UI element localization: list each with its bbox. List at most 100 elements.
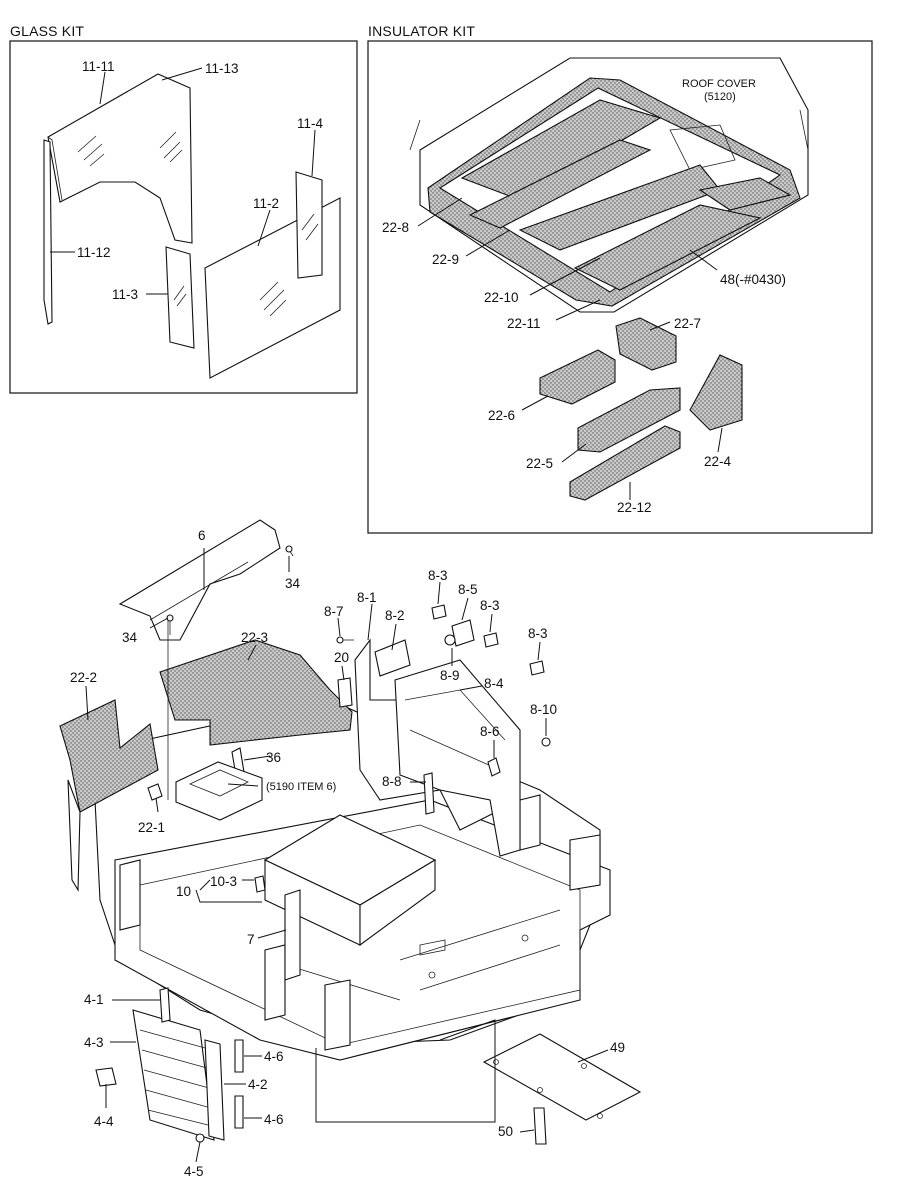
- label-49: 49: [610, 1040, 625, 1055]
- label-8-3-b: 8-3: [480, 598, 500, 613]
- pad-22-8: [460, 99, 662, 201]
- label-4-3: 4-3: [84, 1035, 104, 1050]
- part-8-2-plate: [374, 639, 411, 677]
- part-49-cover-plate: [482, 1033, 642, 1121]
- corner-post-right: [569, 834, 601, 891]
- pad-22-7: [615, 317, 677, 371]
- part-22-1-clip: [147, 783, 163, 801]
- part-8-3-clip-a: [431, 604, 447, 620]
- corner-post-front: [264, 944, 286, 1021]
- label-22-3: 22-3: [241, 630, 268, 645]
- glass-front-upper: [47, 73, 193, 244]
- insulator-kit-section: INSULATOR KIT ROOF COVER (5120): [367, 23, 873, 534]
- label-11-3: 11-3: [112, 287, 138, 302]
- part-6-bracket: [118, 519, 281, 641]
- pad-22-6: [539, 349, 616, 405]
- label-8-1: 8-1: [357, 590, 377, 605]
- label-22-5: 22-5: [526, 456, 553, 471]
- pad-small: [698, 177, 792, 211]
- label-22-7: 22-7: [674, 316, 701, 331]
- label-22-11: 22-11: [507, 316, 541, 331]
- glass-kit-section: GLASS KIT 11-: [9, 23, 358, 394]
- label-11-12: 11-12: [77, 245, 111, 260]
- part-8-6: [487, 757, 501, 777]
- label-22-2: 22-2: [70, 670, 97, 685]
- label-7: 7: [247, 932, 255, 947]
- insulator-kit-frame: [367, 40, 873, 534]
- pad-22-12: [569, 425, 681, 501]
- label-8-8: 8-8: [382, 774, 402, 789]
- roof-cover: [409, 57, 809, 313]
- label-4-6-lower: 4-6: [264, 1112, 284, 1127]
- label-50: 50: [498, 1124, 513, 1139]
- bolt-8-7: [336, 636, 344, 644]
- glass-narrow-upright: [295, 171, 323, 279]
- roof-cover-ref: (5120): [704, 91, 736, 103]
- glass-small-lower: [165, 246, 195, 349]
- glass-kit-title: GLASS KIT: [10, 23, 84, 39]
- insulator-kit-title: INSULATOR KIT: [368, 23, 475, 39]
- label-4-1: 4-1: [84, 992, 104, 1007]
- label-22-6: 22-6: [488, 408, 515, 423]
- bolt-8-8: [423, 772, 435, 815]
- glass-kit-frame: [9, 40, 358, 394]
- part-8-3-clip-b: [483, 632, 499, 648]
- part-8-3-clip-c: [529, 660, 545, 676]
- glass-side-strip: [43, 139, 53, 325]
- pad-22-11: [573, 204, 762, 291]
- label-6: 6: [198, 528, 206, 543]
- label-10: 10: [176, 884, 191, 899]
- label-11-2: 11-2: [253, 196, 279, 211]
- part-4-4-latch: [95, 1067, 117, 1087]
- label-34-upper: 34: [285, 576, 301, 591]
- ref-5190-item-6: (5190 ITEM 6): [266, 781, 336, 793]
- bolt-50: [533, 1107, 547, 1145]
- label-8-5: 8-5: [458, 582, 478, 597]
- part-8-5-switch: [451, 619, 475, 647]
- label-22-4: 22-4: [704, 454, 732, 469]
- label-11-13: 11-13: [205, 61, 239, 76]
- label-8-4: 8-4: [484, 676, 504, 691]
- bolt-10-3: [254, 875, 266, 893]
- corner-post-rear: [519, 794, 541, 851]
- label-8-6: 8-6: [480, 724, 500, 739]
- part-4-6-upper: [234, 1039, 244, 1073]
- roof-cover-label: ROOF COVER: [682, 78, 756, 90]
- bolt-34-upper: [285, 545, 293, 553]
- label-22-1: 22-1: [138, 820, 165, 835]
- pad-22-4: [689, 354, 743, 431]
- label-8-10: 8-10: [530, 702, 557, 717]
- label-8-3-a: 8-3: [428, 568, 448, 583]
- label-34-lower: 34: [122, 630, 138, 645]
- label-22-10: 22-10: [484, 290, 519, 305]
- part-22-3-insulator: [159, 639, 353, 746]
- label-20: 20: [334, 650, 349, 665]
- label-8-9: 8-9: [440, 668, 460, 683]
- part-20-bracket: [337, 677, 353, 708]
- label-8-2: 8-2: [385, 608, 405, 623]
- label-4-2: 4-2: [248, 1077, 268, 1092]
- part-4-6-lower: [234, 1095, 244, 1129]
- label-22-12: 22-12: [617, 500, 652, 515]
- part-4-1-post: [159, 987, 171, 1023]
- corner-post-left: [119, 859, 141, 931]
- label-11-11: 11-11: [82, 59, 115, 74]
- corner-post-front-right: [324, 979, 351, 1051]
- part-22-2-insulator: [59, 699, 159, 813]
- hatch-5190: [175, 761, 263, 821]
- part-7-stand: [284, 889, 301, 981]
- part-4-2-bar: [204, 1039, 225, 1141]
- pad-22-9: [468, 139, 652, 229]
- bolt-4-5: [195, 1133, 205, 1143]
- floor-assembly: 6 34 34 22-3 22-2 36 (5190 ITEM 6) 22-1 …: [59, 519, 642, 1179]
- label-22-8: 22-8: [382, 220, 409, 235]
- part-4-3-panel: [132, 1009, 215, 1141]
- part-8-9-knob: [444, 634, 456, 646]
- label-11-4: 11-4: [297, 116, 324, 131]
- label-4-4: 4-4: [94, 1114, 114, 1129]
- label-8-7: 8-7: [324, 604, 344, 619]
- bolt-8-10: [541, 737, 551, 747]
- label-8-3-c: 8-3: [528, 626, 548, 641]
- label-10-3: 10-3: [210, 874, 237, 889]
